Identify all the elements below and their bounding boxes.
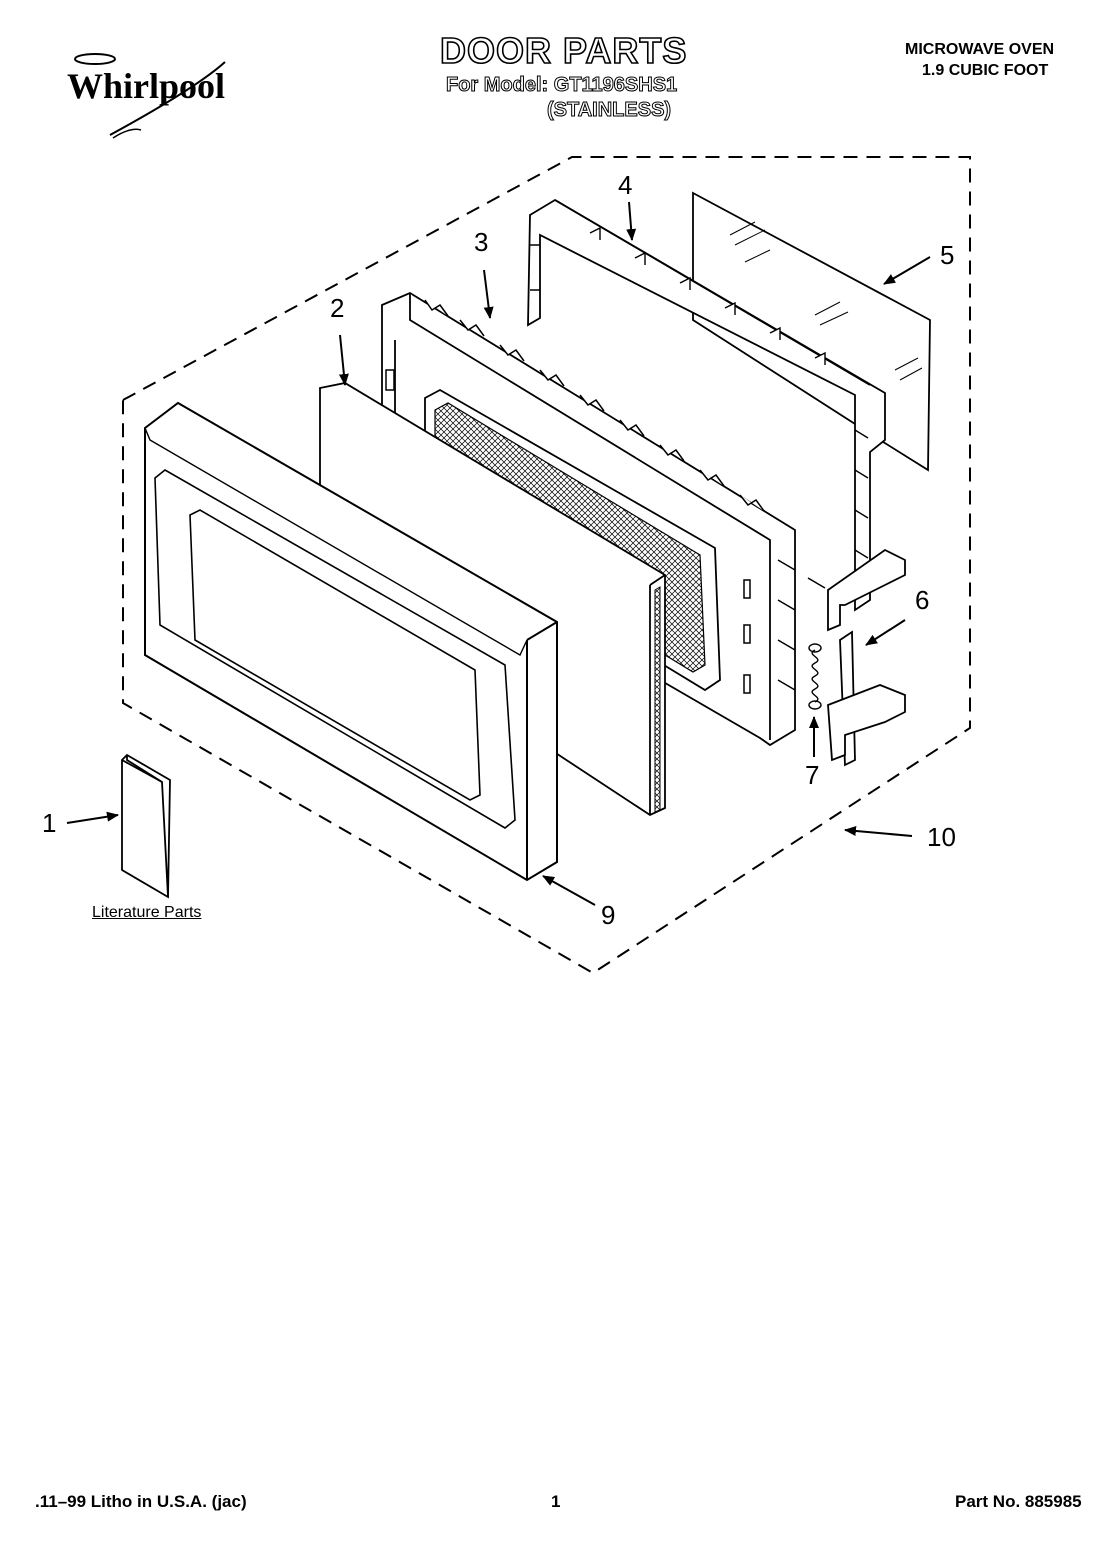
page-number: 1: [551, 1492, 561, 1511]
product-size: 1.9 CUBIC FOOT: [922, 62, 1049, 79]
part-number: Part No. 885985: [955, 1492, 1082, 1511]
leader-arrows: [66, 201, 931, 906]
part-9-outer-door: [144, 401, 558, 882]
callout-2: 2: [330, 293, 345, 323]
model-number: For Model: GT1196SHS1: [445, 74, 678, 97]
callout-7: 7: [805, 760, 820, 790]
model-variant: (STAINLESS): [546, 99, 672, 122]
callout-3: 3: [474, 227, 489, 257]
whirlpool-logo: Whirlpool: [67, 53, 226, 139]
callout-6: 6: [915, 585, 930, 615]
assembly-outline: [122, 156, 971, 975]
print-info: .11–99 Litho in U.S.A. (jac): [35, 1492, 247, 1511]
part-4-door-frame: [527, 198, 886, 612]
literature-parts-label: Literature Parts: [92, 904, 202, 921]
part-6-latch: [807, 548, 906, 767]
brand-wordmark: Whirlpool: [67, 66, 225, 106]
callout-5: 5: [940, 240, 955, 270]
product-name: MICROWAVE OVEN: [905, 41, 1055, 58]
part-7-spring: [808, 643, 822, 710]
callout-10: 10: [927, 822, 956, 852]
callout-9: 9: [601, 900, 616, 930]
callout-1: 1: [42, 808, 57, 838]
page-title: DOOR PARTS: [439, 29, 688, 72]
part-1-literature: [121, 753, 171, 899]
callout-4: 4: [618, 170, 633, 200]
